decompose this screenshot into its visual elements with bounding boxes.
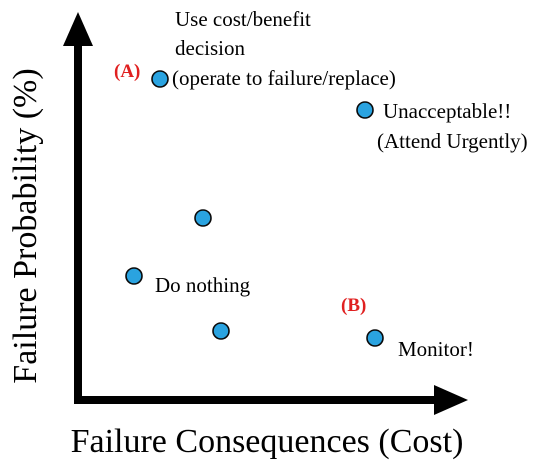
x-axis-arrowhead [434, 385, 468, 415]
annotation-cost-benefit-line1: Use cost/benefit [175, 7, 311, 31]
x-axis-title: Failure Consequences (Cost) [71, 423, 464, 460]
marker-b: (B) [341, 295, 366, 316]
annotation-unacceptable-line1: Unacceptable!! [383, 99, 511, 123]
points [125, 70, 384, 347]
point-a [151, 70, 169, 88]
annotation-cost-benefit: Use cost/benefit decision (operate to fa… [172, 7, 396, 90]
point-b [366, 329, 384, 347]
y-axis [63, 12, 93, 402]
y-axis-arrowhead [63, 12, 93, 46]
point-low [212, 322, 230, 340]
annotation-cost-benefit-line2: decision [175, 36, 245, 60]
marker-a: (A) [114, 61, 140, 82]
annotation-unacceptable: Unacceptable!! (Attend Urgently) [377, 99, 528, 153]
y-axis-title: Failure Probability (%) [7, 68, 44, 383]
annotation-cost-benefit-line3: (operate to failure/replace) [172, 66, 396, 90]
point-middle [194, 209, 212, 227]
x-axis [74, 385, 468, 415]
annotation-do-nothing: Do nothing [155, 273, 251, 297]
annotation-monitor: Monitor! [398, 337, 474, 361]
point-unacceptable [356, 101, 374, 119]
annotation-unacceptable-line2: (Attend Urgently) [377, 129, 528, 153]
point-do-nothing [125, 267, 143, 285]
